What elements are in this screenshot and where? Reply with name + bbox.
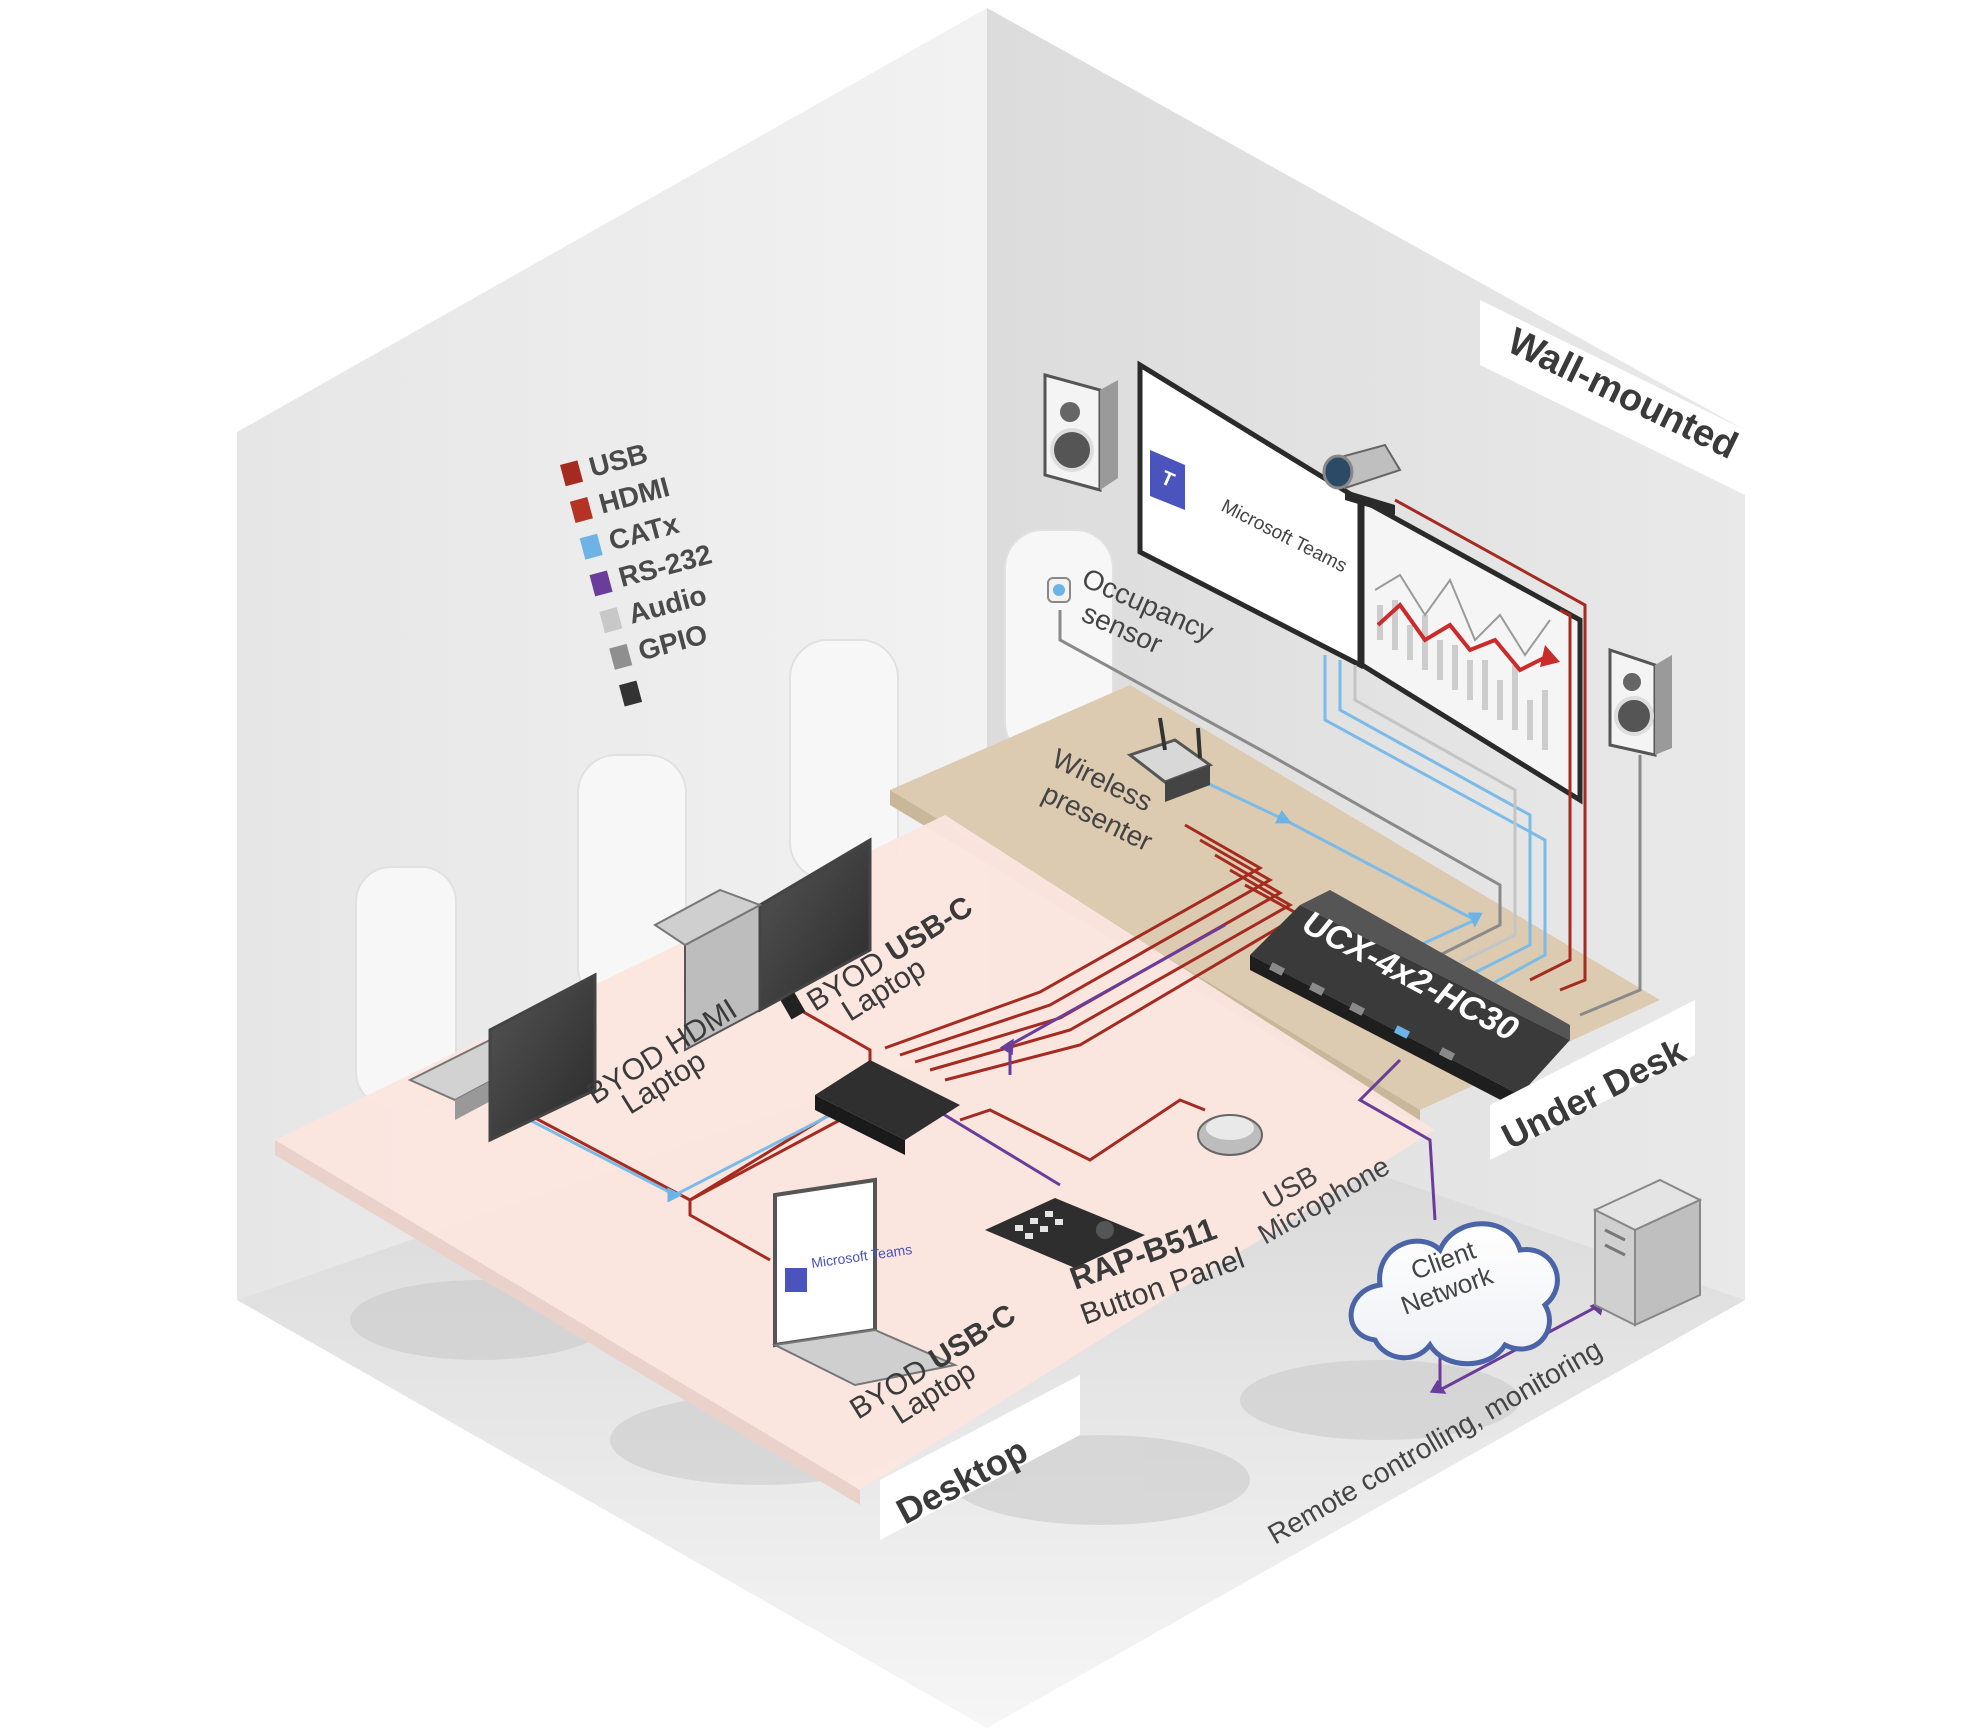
cable-usb-4 — [899, 838, 1274, 1057]
legend: USB HDMI CATx RS-232 Audio GPIO — [560, 438, 715, 707]
chart-graphic — [1377, 600, 1548, 750]
cable-usb-5 — [884, 823, 1264, 1050]
cable-audio-2 — [1579, 755, 1642, 1017]
table-box — [815, 1060, 960, 1155]
desktop-plane — [275, 815, 1435, 1490]
legend-swatch-usb — [560, 460, 584, 487]
teams-logo-icon: T — [1150, 450, 1185, 510]
speaker-right — [1608, 647, 1672, 757]
cloud-icon — [1348, 1221, 1560, 1367]
panel-knob-icon — [1096, 1221, 1114, 1239]
speaker-left — [1043, 373, 1118, 492]
cable-hdmi-display — [1529, 608, 1572, 982]
occupancy-sensor: Occupancy sensor — [1047, 562, 1218, 660]
legend-swatch-catx — [579, 533, 603, 560]
client-network: Client Network — [1348, 1221, 1560, 1367]
cable-catx-laptop — [519, 1103, 851, 1203]
chart-line-red — [1376, 602, 1551, 673]
switcher-ports — [1268, 962, 1456, 1061]
switcher: UCX-4x2-HC30 — [1250, 890, 1570, 1110]
cable-mic — [959, 1098, 1206, 1162]
display-left: T Microsoft Teams — [1137, 360, 1363, 670]
legend-swatch-gpio — [609, 643, 633, 670]
cable-audio-1 — [1353, 665, 1517, 967]
legend-item-gpio-dark — [619, 680, 643, 707]
legend-swatch-rs232 — [589, 570, 613, 597]
cable-rs232-switcher — [999, 923, 1226, 1075]
panel-buttons — [1015, 1211, 1063, 1239]
pc-tower — [1592, 1178, 1703, 1327]
cable-network-switcher — [1357, 1058, 1437, 1221]
legend-swatch-hdmi — [569, 497, 593, 523]
legend-swatch-audio — [599, 607, 623, 634]
chair-silhouettes — [355, 529, 1114, 1108]
cables-wall — [1058, 498, 1642, 1017]
laptop-teams-icon — [785, 1268, 807, 1292]
sensor-icon — [1053, 584, 1065, 596]
camera — [1322, 443, 1402, 515]
cable-usb-2 — [944, 883, 1304, 1082]
cable-catx-presenter — [1189, 773, 1483, 947]
cable-catx-display-2 — [1338, 660, 1532, 977]
legend-swatch-dark — [619, 680, 643, 707]
display-right — [1359, 495, 1583, 805]
cable-catx-display-1 — [1323, 655, 1547, 987]
chart-line-grey — [1374, 573, 1551, 657]
cable-usbc-bottom — [688, 1118, 841, 1262]
cable-usb-camera — [1394, 498, 1587, 992]
cables-desk — [519, 823, 1304, 1262]
